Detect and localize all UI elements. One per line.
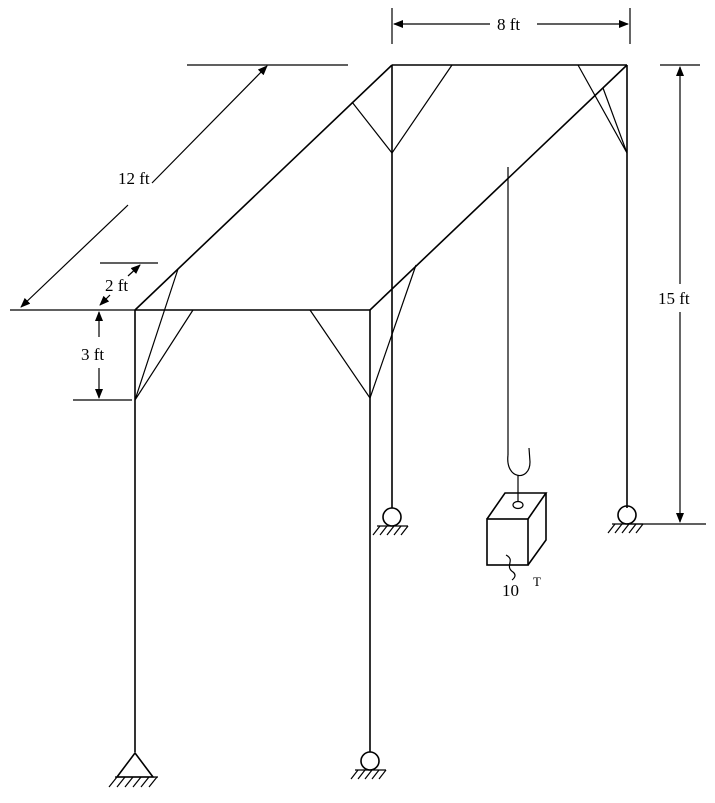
dimension-depth: 12 ft	[10, 64, 348, 311]
roller-support-front-icon	[350, 751, 387, 780]
front-left-brace	[134, 268, 194, 401]
dimension-upper-offset: 2 ft	[99, 262, 158, 306]
load-eye-icon	[512, 500, 524, 510]
right-top-beam	[369, 64, 628, 311]
roller-support-back-right-icon	[607, 505, 644, 534]
roller-support-back-left-icon	[372, 507, 409, 536]
depth-arrow-bottom	[20, 204, 129, 308]
depth-arrow-top	[151, 65, 268, 184]
front-right-brace	[309, 264, 417, 400]
hook-icon	[507, 447, 531, 477]
pin-support-icon	[108, 751, 158, 788]
offset-label: 2 ft	[105, 276, 128, 295]
offset-arrow-bottom	[99, 294, 111, 306]
left-top-beam	[134, 64, 393, 311]
dimension-width: 8 ft	[391, 8, 631, 44]
load-assembly: 10 T	[486, 167, 548, 600]
offset-arrow-top	[127, 264, 141, 277]
back-left-brace	[351, 64, 453, 155]
height-label: 15 ft	[658, 289, 690, 308]
load-value-label: 10	[502, 581, 519, 600]
dimension-height: 15 ft	[627, 64, 706, 525]
knee-braces	[134, 64, 628, 401]
top-frame	[134, 64, 628, 311]
brace-label: 3 ft	[81, 345, 104, 364]
supports	[108, 505, 644, 788]
width-label: 8 ft	[497, 15, 520, 34]
depth-label: 12 ft	[118, 169, 150, 188]
dimension-brace-depth: 3 ft	[73, 311, 132, 401]
load-unit-label: T	[533, 574, 541, 589]
back-right-brace	[577, 64, 628, 154]
load-leader-icon	[505, 554, 516, 581]
columns	[134, 65, 628, 752]
load-box-icon	[486, 492, 548, 566]
